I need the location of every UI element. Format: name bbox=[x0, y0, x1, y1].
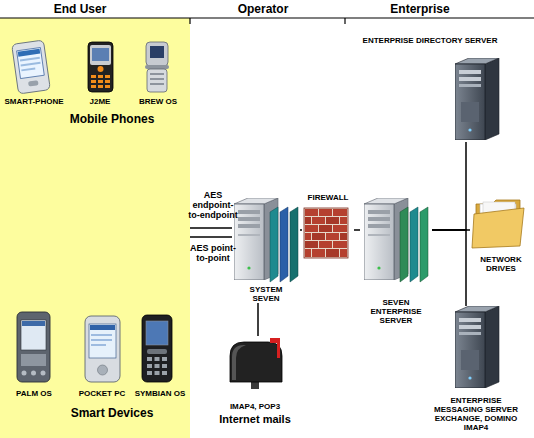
palm-device-illustration bbox=[17, 312, 50, 382]
network-link bbox=[432, 230, 466, 306]
node-label: J2ME bbox=[75, 97, 125, 106]
node-label: EXCHANGE, DOMINO IMAP4 bbox=[426, 414, 526, 432]
node-label: SYMBIAN OS bbox=[131, 389, 189, 398]
column-heading: Operator bbox=[213, 2, 313, 16]
node-label: NETWORK DRIVES bbox=[470, 255, 532, 273]
firewall-node: FIREWALL bbox=[302, 193, 354, 260]
link-label: AES endpoint-to-endpoint bbox=[188, 190, 238, 220]
system-seven-server-illustration bbox=[234, 198, 298, 282]
operator-server-node: SYSTEM SEVEN bbox=[232, 193, 300, 303]
device-box: POCKET PC bbox=[72, 308, 132, 398]
smartphone-illustration bbox=[12, 40, 51, 94]
network-link bbox=[190, 236, 232, 238]
network-link bbox=[354, 229, 360, 231]
device-box: PALM OS bbox=[2, 308, 66, 398]
node-label: BREW OS bbox=[130, 97, 186, 106]
node-label: SMART-PHONE bbox=[0, 97, 68, 106]
header-rule bbox=[0, 18, 534, 24]
node-label: POCKET PC bbox=[72, 389, 132, 398]
node-label: FIREWALL bbox=[302, 193, 354, 202]
node-label: Internet mails bbox=[200, 412, 310, 426]
mail-server-node: IMAP4, POP3Internet mails bbox=[200, 336, 310, 426]
messaging-server-node: ENTERPRISE MESSAGING SERVEREXCHANGE, DOM… bbox=[420, 306, 532, 432]
device-box: SMART-PHONE bbox=[0, 38, 68, 106]
network-link bbox=[432, 142, 466, 230]
device-box: BREW OS bbox=[130, 38, 186, 106]
node-label: ENTERPRISE DIRECTORY SERVER bbox=[345, 36, 515, 45]
network-drive-node: NETWORK DRIVES bbox=[470, 195, 532, 273]
directory-server-illustration bbox=[455, 58, 499, 140]
directory-server-node: ENTERPRISE DIRECTORY SERVER bbox=[345, 36, 515, 142]
node-label: ENTERPRISE MESSAGING SERVER bbox=[426, 396, 526, 414]
firewall-wall-illustration bbox=[304, 208, 348, 258]
zone-heading: Mobile Phones bbox=[42, 112, 182, 126]
enterprise-server-node: SEVEN ENTERPRISE SERVER bbox=[360, 193, 432, 325]
column-heading: Enterprise bbox=[370, 2, 470, 16]
network-link bbox=[190, 227, 232, 229]
network-link bbox=[257, 303, 259, 336]
pocket-pc-illustration bbox=[85, 316, 120, 382]
zone-heading: Smart Devices bbox=[42, 406, 182, 420]
network-link bbox=[300, 229, 302, 231]
messaging-server-illustration bbox=[455, 306, 499, 388]
j2me-phone-illustration bbox=[88, 42, 113, 92]
folder-illustration bbox=[472, 200, 524, 248]
node-label: SEVEN ENTERPRISE SERVER bbox=[361, 298, 431, 325]
enterprise-server-illustration bbox=[364, 198, 428, 282]
mailbox-illustration bbox=[230, 338, 282, 389]
brew-flip-phone-illustration bbox=[145, 42, 169, 92]
column-heading: End User bbox=[30, 2, 130, 16]
symbian-phone-illustration bbox=[142, 315, 172, 382]
node-label: IMAP4, POP3 bbox=[200, 401, 310, 412]
device-box: J2ME bbox=[75, 38, 125, 106]
device-box: SYMBIAN OS bbox=[131, 308, 189, 398]
network-link bbox=[432, 229, 470, 231]
node-label: PALM OS bbox=[2, 389, 66, 398]
link-label: AES point-to-point bbox=[188, 243, 238, 263]
user-zone-band: Mobile PhonesSmart Devices SMART-PHONE J2M… bbox=[0, 18, 190, 438]
node-label: SYSTEM SEVEN bbox=[241, 285, 291, 303]
